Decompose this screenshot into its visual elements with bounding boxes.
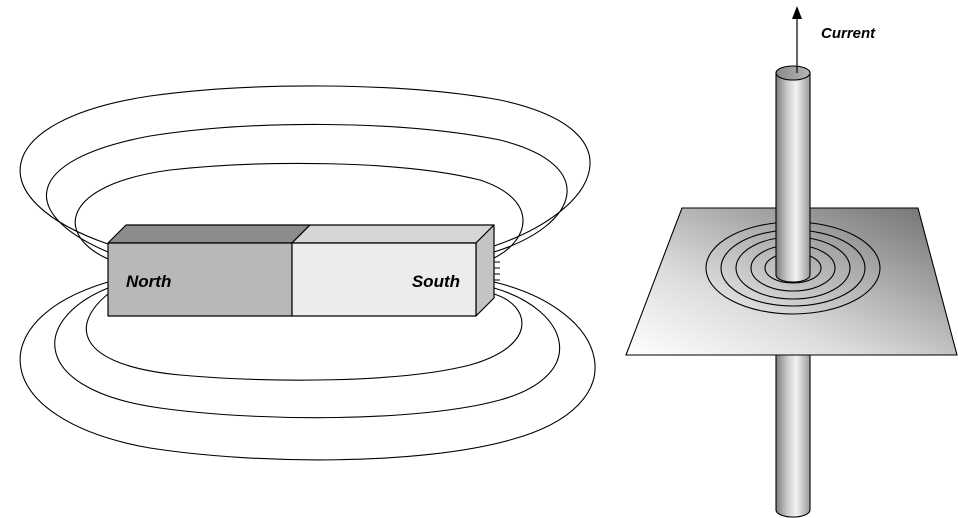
current-arrow bbox=[792, 6, 802, 73]
pole-flux-ticks bbox=[494, 261, 500, 281]
upper-field-lines bbox=[19, 85, 591, 260]
north-pole-label: North bbox=[126, 272, 171, 291]
north-top-face bbox=[107, 224, 311, 244]
field-line bbox=[19, 281, 596, 461]
field-line bbox=[54, 287, 561, 419]
field-line bbox=[19, 85, 591, 247]
arrow-head-icon bbox=[792, 6, 802, 19]
field-line bbox=[46, 123, 568, 253]
south-pole-label: South bbox=[412, 272, 460, 291]
bar-magnet: North South bbox=[19, 85, 596, 461]
north-pole-face bbox=[107, 242, 293, 317]
magnet-block bbox=[107, 224, 495, 317]
south-pole-face bbox=[291, 242, 477, 317]
current-label: Current bbox=[821, 25, 876, 42]
field-line bbox=[74, 162, 524, 260]
lower-wire bbox=[775, 339, 811, 518]
field-line bbox=[85, 293, 523, 381]
wire-top-cap bbox=[775, 65, 811, 81]
south-top-face bbox=[291, 224, 495, 244]
current-wire-diagram: Current bbox=[625, 6, 958, 518]
upper-wire bbox=[775, 65, 811, 283]
lower-field-lines bbox=[19, 281, 596, 461]
